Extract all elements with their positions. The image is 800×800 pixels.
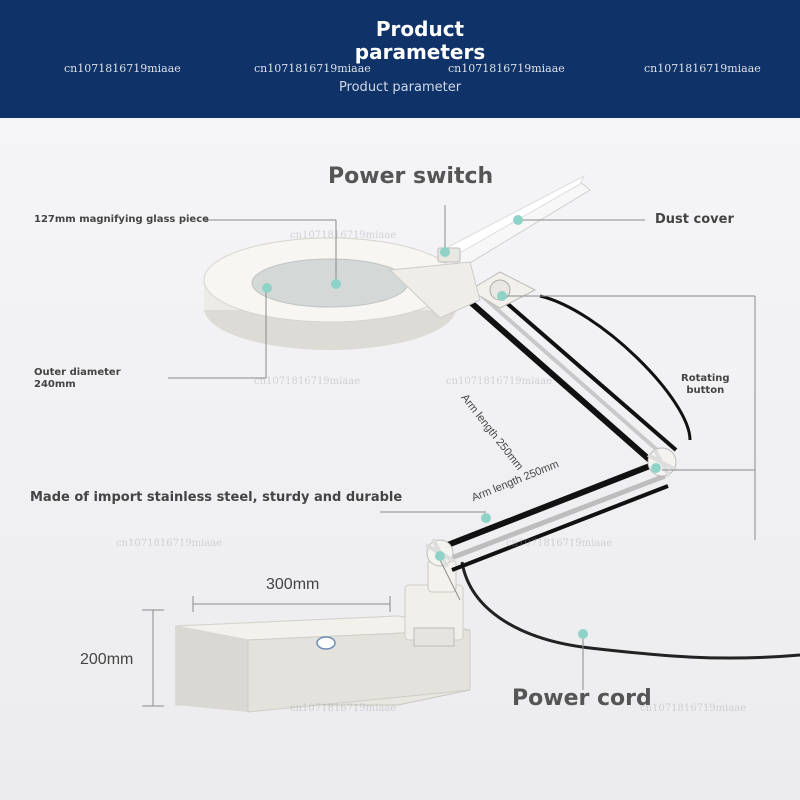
rotating-button-label: Rotating button <box>681 373 730 397</box>
marker-dot <box>440 247 450 257</box>
watermark: cn1071816719miaae <box>254 62 371 75</box>
watermark: cn1071816719miaae <box>290 703 397 714</box>
rotating-line2: button <box>686 385 725 396</box>
brand-logo <box>316 636 336 650</box>
watermark: cn1071816719miaae <box>506 538 613 549</box>
magnifier-head <box>203 237 481 350</box>
upper-arm <box>466 290 692 465</box>
watermark: cn1071816719miaae <box>116 538 223 549</box>
width-dimension-label: 300mm <box>266 576 320 593</box>
marker-dot <box>435 551 445 561</box>
leader-lines <box>142 205 756 707</box>
watermark: cn1071816719miaae <box>290 230 397 241</box>
power-cord-label: Power cord <box>512 686 652 711</box>
header-title-line1: Product <box>375 17 465 41</box>
watermark: cn1071816719miaae <box>254 376 361 387</box>
watermark: cn1071816719miaae <box>640 703 747 714</box>
steel-material-label: Made of import stainless steel, sturdy a… <box>30 490 403 505</box>
watermark: cn1071816719miaae <box>446 376 553 387</box>
head-hinge <box>469 271 537 309</box>
watermark: cn1071816719miaae <box>448 62 565 75</box>
marker-dot <box>262 283 272 293</box>
power-switch-label: Power switch <box>328 164 494 189</box>
marker-dot <box>513 215 523 225</box>
header-title: Product parameters <box>320 18 520 64</box>
outer-diameter-label: Outer diameter 240mm <box>34 367 121 391</box>
height-dimension-label: 200mm <box>80 651 134 668</box>
outer-diameter-line2: 240mm <box>34 379 76 390</box>
rotating-line1: Rotating <box>681 373 730 384</box>
arm-mount <box>404 559 464 647</box>
watermark: cn1071816719miaae <box>64 62 181 75</box>
power-cord <box>460 561 800 660</box>
marker-dot <box>331 279 341 289</box>
marker-dot <box>651 463 661 473</box>
elbow-joint <box>647 447 677 477</box>
glass-piece-label: 127mm magnifying glass piece <box>34 214 209 225</box>
lower-arm <box>438 459 669 572</box>
header-subtitle: Product parameter <box>338 80 462 95</box>
header-title-line2: parameters <box>354 40 486 64</box>
header-banner: Product parameters Product parameter cn1… <box>0 0 800 118</box>
dust-cover-label: Dust cover <box>655 212 734 227</box>
marker-dot <box>497 291 507 301</box>
lamp-base <box>175 615 471 713</box>
watermark: cn1071816719miaae <box>644 62 761 75</box>
outer-diameter-line1: Outer diameter <box>34 367 121 378</box>
marker-dot <box>578 629 588 639</box>
marker-dot <box>481 513 491 523</box>
callout-markers <box>262 215 661 639</box>
